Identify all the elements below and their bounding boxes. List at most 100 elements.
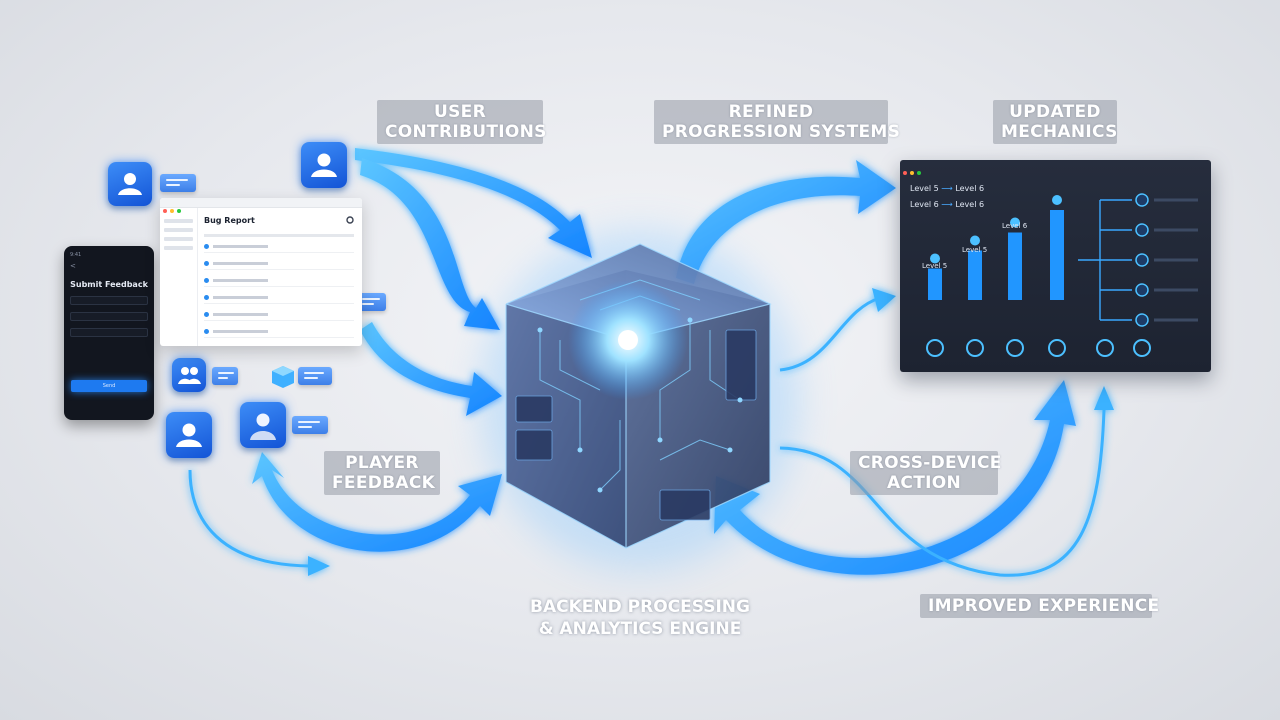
- feedback-field-3[interactable]: [70, 328, 148, 337]
- arrow-report-to-engine: [360, 322, 502, 416]
- gear-icon[interactable]: [1096, 339, 1114, 357]
- gear-icon[interactable]: [926, 339, 944, 357]
- bar-label: Level 6: [1002, 222, 1028, 230]
- bar-label: Level 5: [922, 262, 948, 270]
- feedback-field-1[interactable]: [70, 296, 148, 305]
- level-change-1: Level 5 ⟶ Level 6: [910, 184, 984, 193]
- send-button[interactable]: Send: [71, 380, 147, 392]
- gear-icon[interactable]: [966, 339, 984, 357]
- mechanic-line: [1154, 228, 1198, 232]
- label-user-contributions-line1: USER: [434, 102, 486, 122]
- label-updated-mechanics: UPDATED MECHANICS: [993, 100, 1117, 144]
- close-dot[interactable]: [163, 209, 167, 213]
- mechanic-node[interactable]: [1135, 283, 1149, 297]
- level-node: [970, 235, 980, 246]
- mechanic-line: [1154, 198, 1198, 202]
- user-chip-1: [160, 174, 196, 192]
- user-icon: [118, 173, 142, 195]
- dashboard-titlebar: [900, 160, 1211, 175]
- mechanic-node[interactable]: [1135, 223, 1149, 237]
- level-bar: [1008, 232, 1022, 300]
- bug-row[interactable]: [204, 327, 354, 338]
- user-icon: [176, 423, 202, 447]
- mechanic-line: [1154, 318, 1198, 322]
- label-player-feedback: PLAYER FEEDBACK: [324, 451, 440, 495]
- arrow-user-to-engine: [355, 148, 592, 258]
- level-node: [930, 253, 940, 264]
- mechanic-node[interactable]: [1135, 253, 1149, 267]
- bug-sidebar: [160, 208, 198, 346]
- bug-row[interactable]: [204, 293, 354, 304]
- feedback-field-2[interactable]: [70, 312, 148, 321]
- users-chip: [212, 367, 238, 385]
- bug-row[interactable]: [204, 310, 354, 321]
- analytics-engine-cube: [505, 243, 772, 549]
- mechanic-node[interactable]: [1135, 193, 1149, 207]
- level-to: Level 6: [955, 184, 985, 193]
- level-bar: [968, 250, 982, 300]
- bug-row[interactable]: [204, 276, 354, 287]
- label-refined-progression: REFINED PROGRESSION SYSTEMS: [654, 100, 901, 144]
- progression-chart: [926, 193, 1198, 357]
- level-node: [1052, 195, 1062, 205]
- label-cross-device: CROSS-DEVICE ACTION: [850, 451, 1002, 495]
- user-icon: [311, 153, 337, 177]
- arrow-contributions-in: [360, 158, 500, 330]
- label-refined-line2: PROGRESSION SYSTEMS: [662, 122, 901, 142]
- minimize-dot[interactable]: [170, 209, 174, 213]
- arrow-right-icon: ⟶: [941, 200, 956, 209]
- label-user-contributions: USER CONTRIBUTIONS: [377, 100, 547, 144]
- feedback-phone: 9:41 < Submit Feedback Send: [64, 246, 154, 420]
- bar-label: Level 5: [962, 246, 988, 254]
- level-from: Level 6: [910, 200, 939, 209]
- users-icon: [178, 367, 201, 384]
- gear-icon[interactable]: [1048, 339, 1066, 357]
- level-change-2: Level 6 ⟶ Level 6: [910, 200, 984, 209]
- arrow-cross-device: [714, 380, 1076, 575]
- mechanics-dashboard: Level 5 ⟶ Level 6 Level 6 ⟶ Level 6 Leve…: [900, 160, 1211, 372]
- users-avatar[interactable]: [172, 358, 206, 392]
- mechanics-tree: [1078, 199, 1132, 321]
- arrow-right-icon: ⟶: [941, 184, 956, 193]
- arrow-thin-bottom: [188, 469, 311, 568]
- bug-report-window: Bug Report: [160, 198, 362, 346]
- arrows: [188, 148, 1114, 577]
- label-engine-line1: BACKEND PROCESSING: [530, 597, 750, 617]
- label-improved-experience: IMPROVED EXPERIENCE: [920, 594, 1159, 618]
- level-bar: [1050, 210, 1064, 300]
- label-updated-line2: MECHANICS: [1001, 122, 1118, 142]
- level-node: [1010, 217, 1020, 228]
- bug-row[interactable]: [204, 242, 354, 253]
- user-avatar-1[interactable]: [108, 162, 152, 206]
- label-cross-line2: ACTION: [886, 473, 962, 493]
- back-icon[interactable]: <: [70, 262, 76, 270]
- user-avatar-4[interactable]: [240, 402, 286, 448]
- cube-icon: [272, 366, 294, 388]
- user-chip-4: [292, 416, 328, 434]
- level-bar: [928, 268, 942, 300]
- arrow-engine-to-dashboard: [676, 160, 896, 284]
- mechanic-node[interactable]: [1135, 313, 1149, 327]
- phone-title: Submit Feedback: [70, 280, 148, 289]
- gear-icon[interactable]: [1133, 339, 1151, 357]
- bug-report-title: Bug Report: [204, 216, 255, 225]
- cube-chip-2: [298, 367, 332, 385]
- label-cross-line1: CROSS-DEVICE: [858, 453, 1002, 473]
- gear-icon[interactable]: [346, 216, 354, 224]
- cube-chip: [356, 293, 386, 311]
- bug-row[interactable]: [204, 259, 354, 270]
- label-player-line1: PLAYER: [345, 453, 419, 473]
- user-avatar-3[interactable]: [166, 412, 212, 458]
- user-avatar-2[interactable]: [301, 142, 347, 188]
- mechanic-line: [1154, 288, 1198, 292]
- user-icon: [250, 413, 276, 440]
- arrow-feedback-loop: [252, 452, 502, 552]
- level-from: Level 5: [910, 184, 939, 193]
- maximize-dot[interactable]: [177, 209, 181, 213]
- label-user-contributions-line2: CONTRIBUTIONS: [385, 122, 547, 142]
- label-backend-engine: BACKEND PROCESSING & ANALYTICS ENGINE: [490, 596, 790, 640]
- gear-icon[interactable]: [1006, 339, 1024, 357]
- phone-status: 9:41: [70, 252, 82, 258]
- level-to: Level 6: [955, 200, 985, 209]
